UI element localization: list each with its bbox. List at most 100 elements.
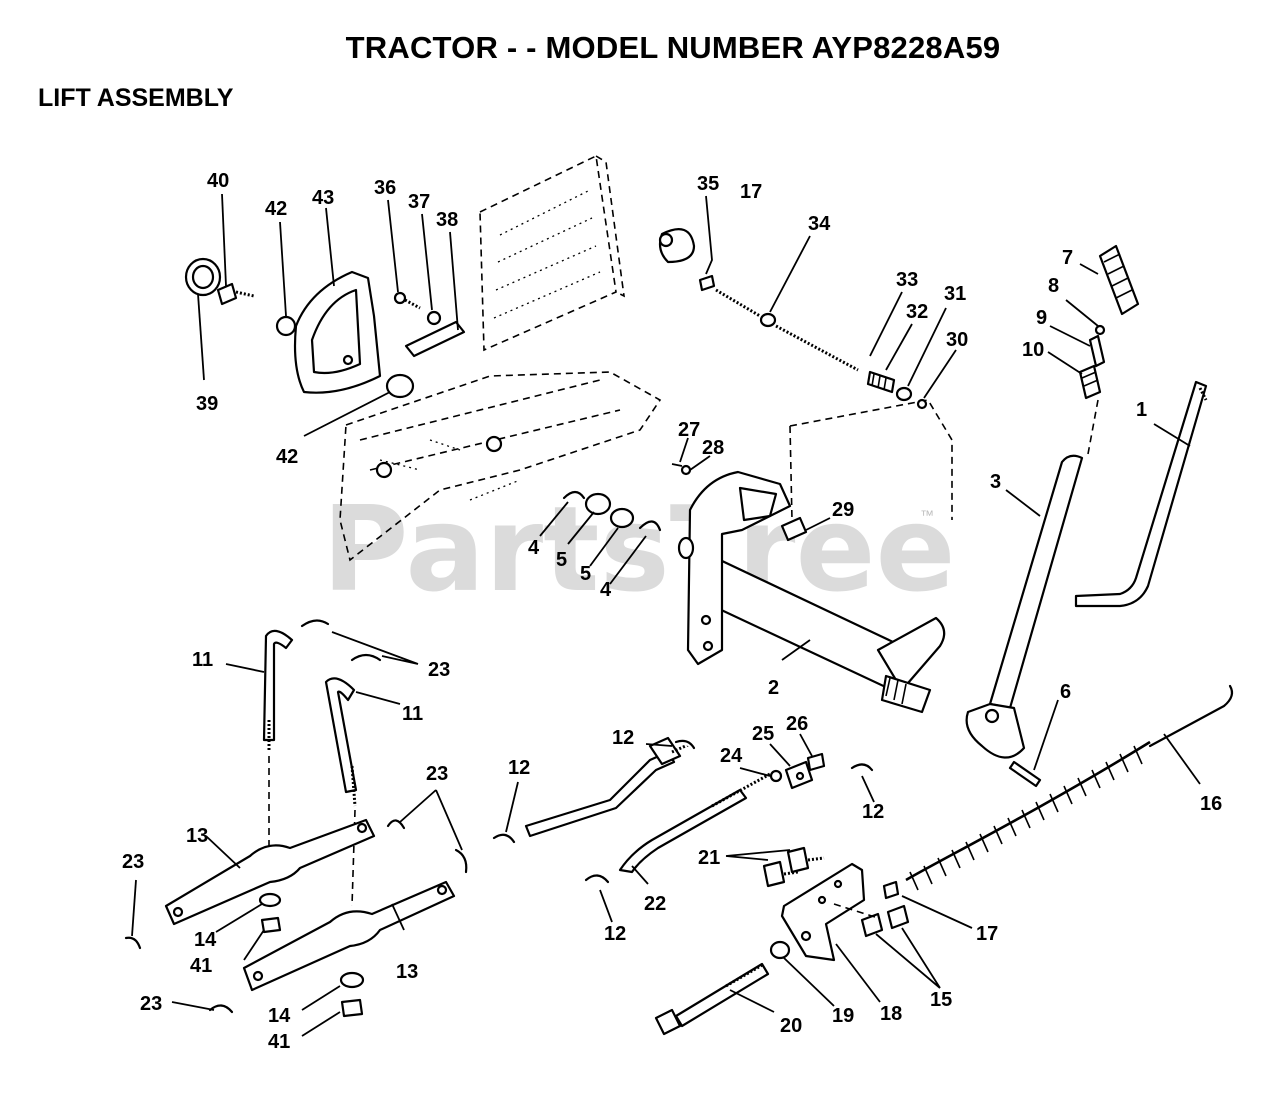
washer-14-upper <box>258 892 282 908</box>
page-title: TRACTOR - - MODEL NUMBER AYP8228A59 <box>345 30 1001 65</box>
callout-5-right: 5 <box>580 563 591 585</box>
callout-3: 3 <box>990 471 1001 493</box>
pin-29 <box>780 516 808 542</box>
callout-9: 9 <box>1036 307 1047 329</box>
nut-17-lower <box>882 880 900 900</box>
callout-1: 1 <box>1136 399 1147 421</box>
leader-lines <box>131 193 1201 1037</box>
callout-14-lower: 14 <box>268 1005 291 1027</box>
bracket-18 <box>780 862 866 962</box>
callout-27: 27 <box>678 419 700 441</box>
pin-23-bottom <box>208 1004 234 1014</box>
pin-23-left <box>124 936 142 950</box>
grip-7 <box>1098 244 1140 316</box>
callout-8: 8 <box>1048 275 1059 297</box>
callout-12-bottom: 12 <box>604 923 626 945</box>
callout-42-lower: 42 <box>276 446 298 468</box>
lift-shaft-2 <box>698 555 946 714</box>
callout-11-left: 11 <box>192 649 213 671</box>
washer-5-left <box>584 492 612 516</box>
washer-19 <box>769 940 791 960</box>
swivel-25 <box>784 760 814 790</box>
callout-17-lower: 17 <box>976 923 998 945</box>
washer-42-lower <box>385 373 415 399</box>
screw-36 <box>393 291 421 310</box>
callout-12-left: 12 <box>508 757 530 779</box>
washer-24 <box>769 769 783 783</box>
callout-18: 18 <box>880 1003 902 1025</box>
callout-19: 19 <box>832 1005 854 1027</box>
nut-15-right <box>886 904 910 930</box>
callout-13-upper: 13 <box>186 825 208 847</box>
washer-14-lower <box>339 971 365 989</box>
callout-11-right: 11 <box>402 703 423 725</box>
callout-34: 34 <box>808 213 831 235</box>
callout-35: 35 <box>697 173 719 195</box>
callout-23-bottom: 23 <box>140 993 162 1015</box>
clip-27 <box>671 463 683 467</box>
adjustment-rod-34 <box>715 288 859 372</box>
callout-39: 39 <box>196 393 218 415</box>
callout-4-right: 4 <box>600 579 612 601</box>
callout-4-left: 4 <box>528 537 540 559</box>
callout-38: 38 <box>436 209 458 231</box>
axis-line-bracket <box>833 903 879 919</box>
lift-arm-bracket <box>686 470 792 666</box>
callout-21: 21 <box>698 847 720 869</box>
callout-24: 24 <box>720 745 743 767</box>
callout-5-left: 5 <box>556 549 567 571</box>
control-rod-upper <box>524 736 691 838</box>
pin-12-top <box>674 739 696 750</box>
ring-4-right <box>638 520 662 532</box>
bolt-21-upper <box>786 846 825 874</box>
handle-rod-1 <box>1074 380 1208 608</box>
lift-link-11-right <box>324 677 358 807</box>
lift-lever-13-lower <box>242 880 456 992</box>
axis-line-handle <box>1087 399 1099 455</box>
pin-12-right <box>850 763 874 772</box>
callout-12-right: 12 <box>862 801 884 823</box>
screw-6 <box>1008 760 1042 788</box>
callout-40: 40 <box>207 170 229 192</box>
pin-23-right <box>454 848 468 874</box>
callout-42-upper: 42 <box>265 198 287 220</box>
clip-38 <box>404 320 466 358</box>
control-rod-22 <box>618 772 771 874</box>
callout-23-mid: 23 <box>426 763 448 785</box>
callout-33: 33 <box>896 269 918 291</box>
callout-30: 30 <box>946 329 968 351</box>
retainer-30 <box>916 398 928 410</box>
callout-17-upper: 17 <box>740 181 762 203</box>
callout-41-lower: 41 <box>268 1031 290 1053</box>
lift-link-11-left <box>262 629 294 752</box>
knob-35 <box>658 228 696 264</box>
callout-37: 37 <box>408 191 430 213</box>
callout-36: 36 <box>374 177 396 199</box>
callout-43: 43 <box>312 187 334 209</box>
ring-4-left <box>562 490 586 500</box>
washer-31 <box>895 386 913 402</box>
callout-26: 26 <box>786 713 808 735</box>
bolt-20 <box>654 962 770 1036</box>
washer-5-right <box>609 507 635 529</box>
callout-labels: 40 42 43 36 37 38 39 42 35 17 34 33 32 3… <box>122 170 1222 1053</box>
callout-29: 29 <box>832 499 854 521</box>
pin-23-top-a <box>300 619 330 628</box>
callout-20: 20 <box>780 1015 802 1037</box>
mount-phantom-right <box>789 399 953 521</box>
watermark-trademark: ™ <box>920 507 934 523</box>
pin-9 <box>1088 334 1106 368</box>
washer-37 <box>426 310 442 326</box>
spring-32 <box>866 370 896 394</box>
knob-ring-39 <box>184 257 222 297</box>
nut-41-upper <box>260 916 282 934</box>
callout-2: 2 <box>768 677 779 699</box>
callout-22: 22 <box>644 893 666 915</box>
callout-14-upper: 14 <box>194 929 217 951</box>
callout-10: 10 <box>1022 339 1044 361</box>
callout-15: 15 <box>930 989 952 1011</box>
washer-42-upper <box>275 315 297 337</box>
nut-15-left <box>860 912 884 938</box>
callout-12-top: 12 <box>612 727 634 749</box>
